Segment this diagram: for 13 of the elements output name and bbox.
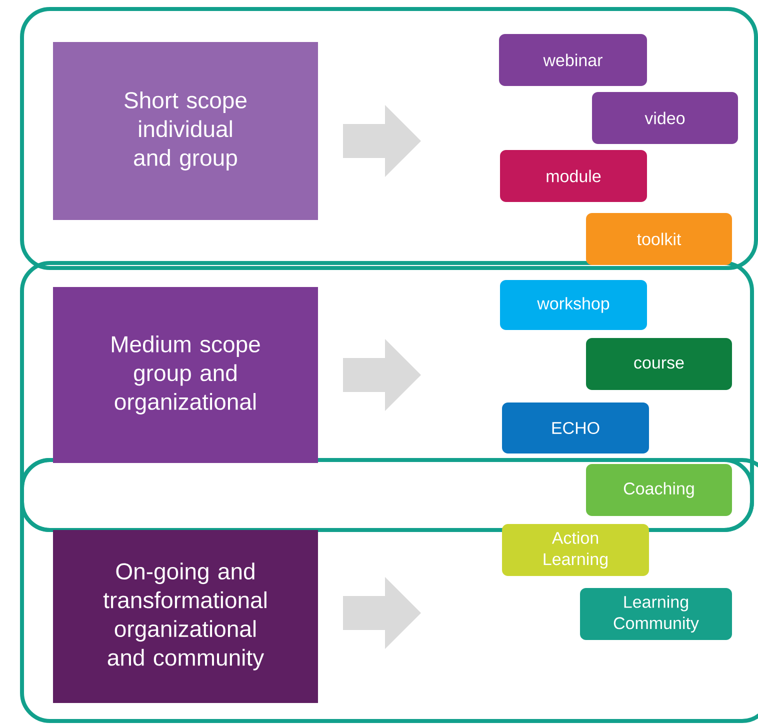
format-tag: Learning Community <box>580 588 732 640</box>
format-tag: module <box>500 150 647 202</box>
format-tag: toolkit <box>586 213 732 265</box>
format-tag: webinar <box>499 34 647 86</box>
scope-box: Medium scope group and organizational <box>53 287 318 463</box>
format-tag: ECHO <box>502 402 649 454</box>
format-tag: course <box>586 338 732 390</box>
format-tag: workshop <box>500 280 647 330</box>
scope-box: On-going and transformational organizational and community <box>53 530 318 703</box>
format-tag: Coaching <box>586 464 732 516</box>
scope-box: Short scope individual and group <box>53 42 318 220</box>
format-tag: video <box>592 92 738 144</box>
format-tag: Action Learning <box>502 524 649 576</box>
